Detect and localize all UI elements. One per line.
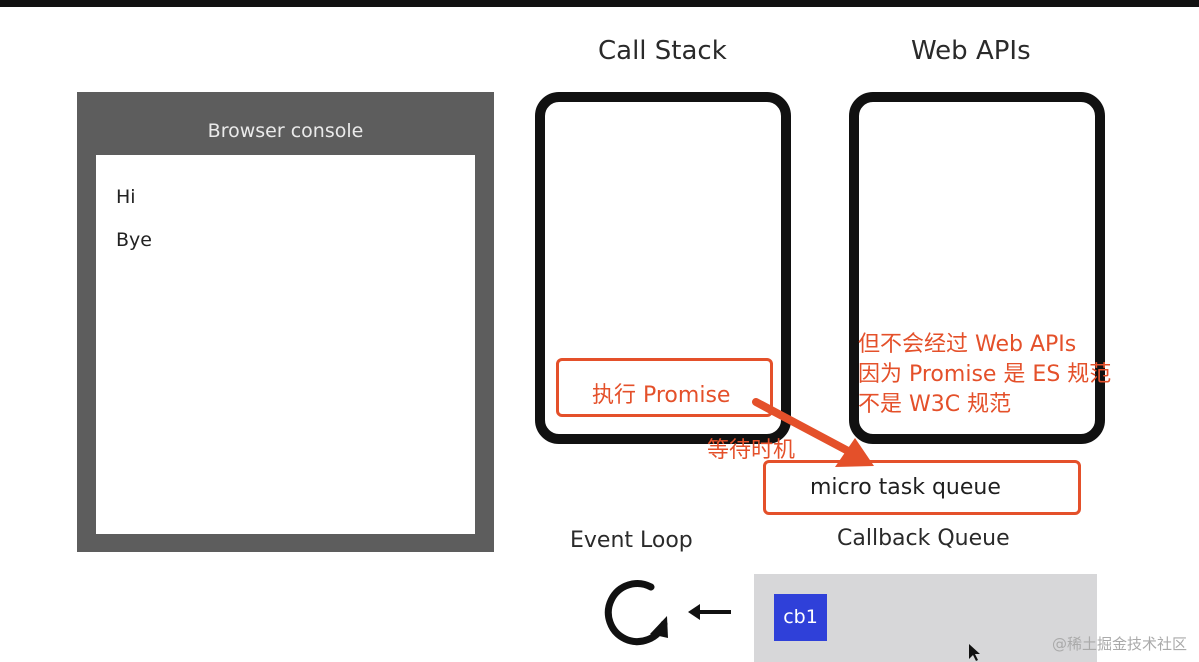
left-arrow-icon xyxy=(688,604,731,620)
wait-label: 等待时机 xyxy=(707,438,796,463)
micro-task-queue-frame xyxy=(763,460,1081,515)
console-title: Browser console xyxy=(207,120,364,142)
annotation-line: 但不会经过 Web APIs xyxy=(858,332,1077,357)
annotation-line: 因为 Promise 是 ES 规范 xyxy=(858,362,1112,387)
event-loop-cycle-icon xyxy=(604,580,668,646)
top-bar xyxy=(0,0,1199,7)
watermark: @稀土掘金技术社区 xyxy=(1051,635,1187,653)
execute-promise-frame xyxy=(556,358,773,417)
console-line: Hi xyxy=(116,186,136,208)
web-apis-heading: Web APIs xyxy=(911,36,1031,66)
promise-to-microtask-arrow xyxy=(752,398,874,467)
event-loop-label: Event Loop xyxy=(570,528,693,553)
browser-console: Browser console Hi Bye xyxy=(77,92,494,552)
callback-item: cb1 xyxy=(774,594,827,641)
annotation-line: 不是 W3C 规范 xyxy=(858,392,1012,417)
callback-queue-label: Callback Queue xyxy=(837,526,1010,551)
callback-queue: cb1 xyxy=(754,574,1097,662)
execute-promise-label: 执行 Promise xyxy=(592,383,731,408)
call-stack-heading: Call Stack xyxy=(598,36,727,66)
mouse-pointer-icon xyxy=(969,644,980,661)
console-output: Hi Bye xyxy=(96,155,475,534)
console-line: Bye xyxy=(116,229,152,251)
micro-task-queue-label: micro task queue xyxy=(810,475,1001,500)
web-apis-box xyxy=(849,92,1105,444)
